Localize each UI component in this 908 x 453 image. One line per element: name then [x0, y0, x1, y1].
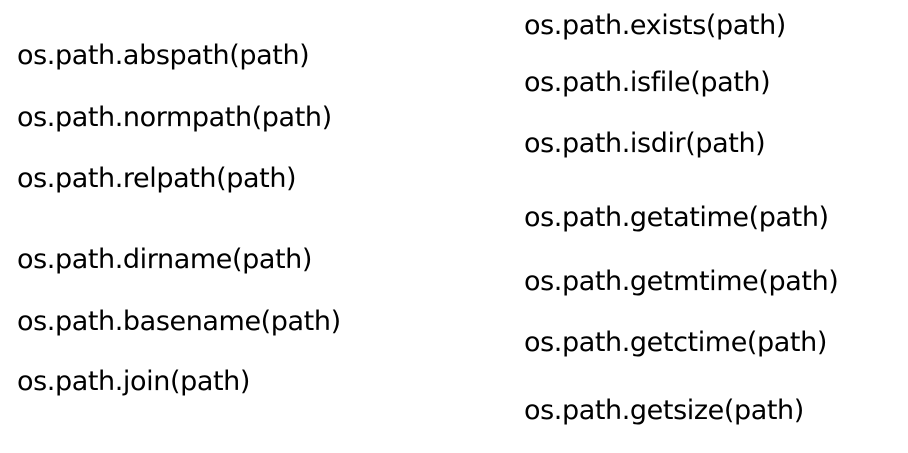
function-basename: os.path.basename(path): [17, 306, 341, 337]
function-dirname: os.path.dirname(path): [17, 244, 313, 275]
function-getctime: os.path.getctime(path): [524, 327, 827, 358]
function-isfile: os.path.isfile(path): [524, 67, 771, 98]
function-getatime: os.path.getatime(path): [524, 202, 829, 233]
function-abspath: os.path.abspath(path): [17, 40, 310, 71]
function-normpath: os.path.normpath(path): [17, 102, 332, 133]
function-join: os.path.join(path): [17, 366, 251, 397]
function-getsize: os.path.getsize(path): [524, 395, 804, 426]
function-isdir: os.path.isdir(path): [524, 128, 766, 159]
function-exists: os.path.exists(path): [524, 10, 786, 41]
function-getmtime: os.path.getmtime(path): [524, 266, 839, 297]
function-relpath: os.path.relpath(path): [17, 163, 297, 194]
